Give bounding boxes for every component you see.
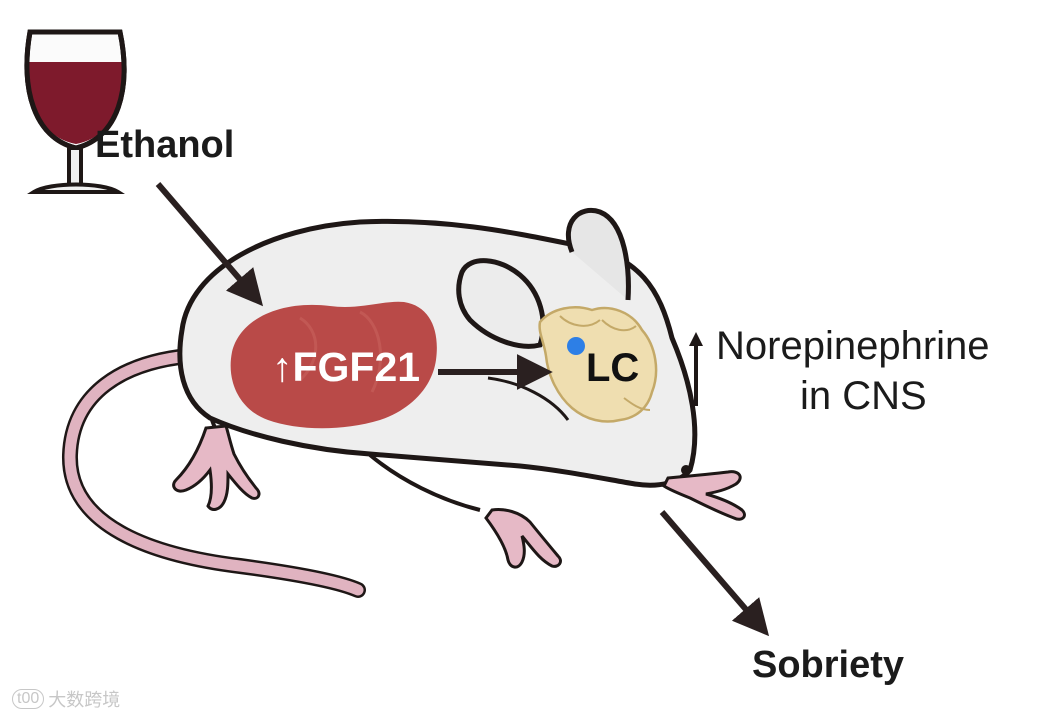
up-arrow-icon [686, 328, 706, 408]
up-arrow-icon: ↑ [272, 344, 293, 390]
watermark-logo: t00 [12, 689, 44, 709]
norepinephrine-label: Norepinephrine [716, 324, 990, 369]
cns-label: in CNS [800, 374, 927, 419]
fgf21-label: ↑FGF21 [272, 344, 420, 391]
ethanol-label: Ethanol [95, 124, 234, 167]
lc-label: LC [586, 346, 639, 391]
arrow-to-sobriety [662, 512, 762, 628]
sobriety-label: Sobriety [752, 644, 904, 687]
wine-glass-icon [27, 32, 124, 192]
watermark: t00 大数跨境 [12, 686, 120, 712]
watermark-text: 大数跨境 [48, 686, 120, 712]
norepinephrine-annotation: Norepinephrine in CNS [686, 324, 1046, 424]
lc-dot [567, 337, 585, 355]
